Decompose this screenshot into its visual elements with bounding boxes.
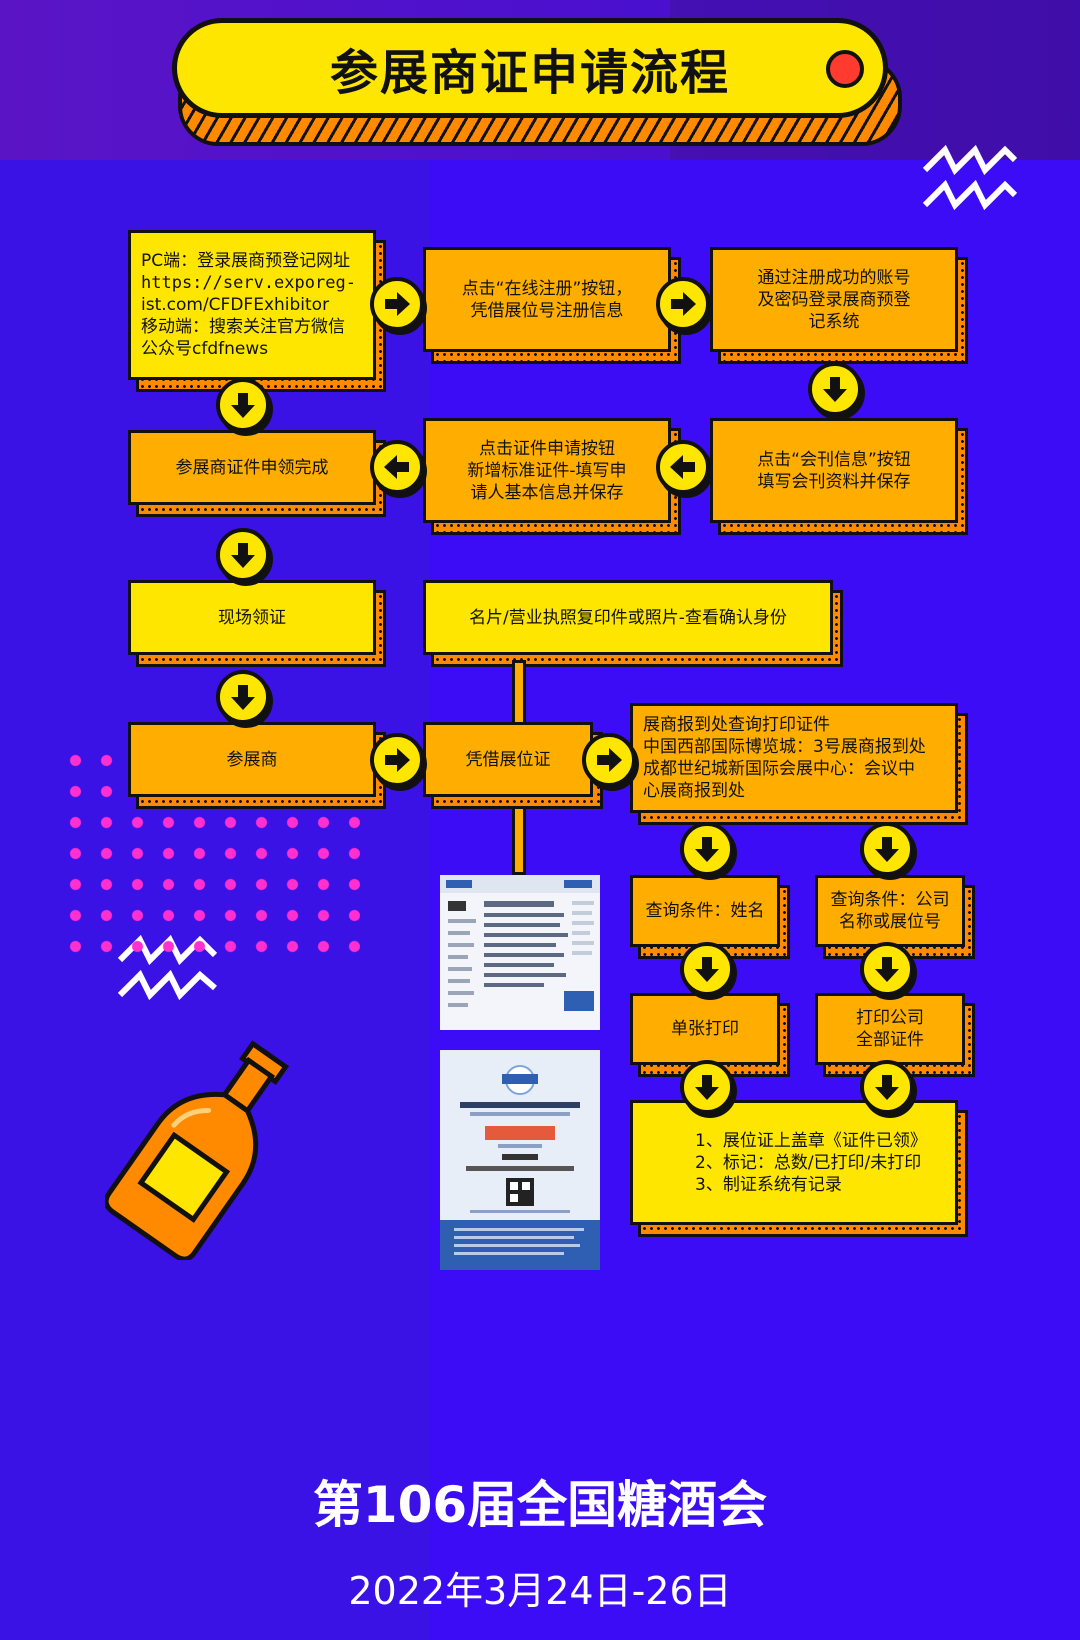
box-face: 查询条件：姓名 — [630, 875, 780, 947]
step-text: 成都世纪城新国际会展中心：会议中 — [643, 758, 926, 780]
step-account-login: 通过注册成功的账号 及密码登录展商预登 记系统 — [710, 247, 958, 352]
registration-form-image — [440, 875, 600, 1030]
step-text: 展商报到处查询打印证件 — [643, 714, 926, 736]
arrow-down-icon — [860, 1060, 914, 1114]
step-text: 全部证件 — [856, 1029, 924, 1051]
arrow-down-icon — [216, 378, 270, 432]
event-title: 第106届全国糖酒会 — [0, 1465, 1080, 1537]
step-text: 查询条件：公司 — [831, 889, 950, 911]
step-text: 参展商证件申领完成 — [176, 457, 329, 479]
arrow-down-icon — [216, 670, 270, 724]
step-text: 及密码登录展商预登 — [758, 289, 911, 311]
step-text: ist.com/CFDFExhibitor — [141, 294, 356, 316]
step-booth-certificate: 凭借展位证 — [423, 722, 593, 797]
arrow-down-icon — [860, 822, 914, 876]
box-face: 凭借展位证 — [423, 722, 593, 797]
step-text: 打印公司 — [856, 1007, 924, 1029]
step-exhibitor: 参展商 — [128, 722, 376, 797]
arrow-right-icon — [370, 733, 424, 787]
step-identity-check: 名片/营业执照复印件或照片-查看确认身份 — [423, 580, 833, 655]
bottle-icon — [105, 1035, 305, 1260]
box-face: PC端：登录展商预登记网址 https://serv.exporeg- ist.… — [128, 230, 376, 380]
step-text: 现场领证 — [218, 607, 286, 629]
step-text: 移动端：搜索关注官方微信 — [141, 316, 356, 338]
step-text: 凭借展位号注册信息 — [462, 300, 633, 322]
step-text: 单张打印 — [671, 1018, 739, 1040]
exhibitor-badge-image — [440, 1050, 600, 1270]
box-face: 点击“会刊信息”按钮 填写会刊资料并保存 — [710, 418, 958, 523]
arrow-down-icon — [680, 822, 734, 876]
step-text: 新增标准证件-填写申 — [467, 460, 626, 482]
step-text: 记系统 — [758, 311, 911, 333]
arrow-right-icon — [582, 733, 636, 787]
step-text: 公众号cfdfnews — [141, 338, 356, 360]
step-text: 3、制证系统有记录 — [695, 1174, 927, 1196]
title-pill: 参展商证申请流程 — [172, 18, 888, 118]
step-text: 点击“会刊信息”按钮 — [757, 449, 911, 471]
flow-connector — [512, 800, 526, 875]
page-title: 参展商证申请流程 — [330, 33, 730, 103]
step-final-record: 1、展位证上盖章《证件已领》 2、标记：总数/已打印/未打印 3、制证系统有记录 — [630, 1100, 958, 1225]
arrow-left-icon — [370, 440, 424, 494]
arrow-down-icon — [216, 528, 270, 582]
title-banner: 参展商证申请流程 — [172, 18, 902, 140]
box-face: 参展商 — [128, 722, 376, 797]
step-text: 2、标记：总数/已打印/未打印 — [695, 1152, 927, 1174]
step-text: 名片/营业执照复印件或照片-查看确认身份 — [469, 607, 787, 629]
step-catalog-info: 点击“会刊信息”按钮 填写会刊资料并保存 — [710, 418, 958, 523]
step-onsite-pickup: 现场领证 — [128, 580, 376, 655]
step-text: 请人基本信息并保存 — [467, 482, 626, 504]
box-face: 展商报到处查询打印证件 中国西部国际博览城：3号展商报到处 成都世纪城新国际会展… — [630, 703, 958, 813]
zigzag-icon — [920, 140, 1020, 220]
box-face: 查询条件：公司 名称或展位号 — [815, 875, 965, 947]
box-face: 打印公司 全部证件 — [815, 993, 965, 1065]
arrow-down-icon — [680, 942, 734, 996]
box-face: 名片/营业执照复印件或照片-查看确认身份 — [423, 580, 833, 655]
arrow-right-icon — [656, 277, 710, 331]
step-query-name: 查询条件：姓名 — [630, 875, 780, 947]
step-application-complete: 参展商证件申领完成 — [128, 430, 376, 505]
arrow-down-icon — [808, 362, 862, 416]
step-text: https://serv.exporeg- — [141, 272, 356, 294]
step-text: 凭借展位证 — [466, 749, 551, 771]
box-face: 点击“在线注册”按钮， 凭借展位号注册信息 — [423, 247, 671, 352]
step-text: 心展商报到处 — [643, 780, 926, 802]
box-face: 通过注册成功的账号 及密码登录展商预登 记系统 — [710, 247, 958, 352]
arrow-down-icon — [680, 1060, 734, 1114]
arrow-left-icon — [656, 440, 710, 494]
step-login-website: PC端：登录展商预登记网址 https://serv.exporeg- ist.… — [128, 230, 376, 380]
flow-connector — [512, 660, 526, 728]
box-face: 单张打印 — [630, 993, 780, 1065]
step-text: 填写会刊资料并保存 — [757, 471, 911, 493]
step-text: 查询条件：姓名 — [646, 900, 765, 922]
step-text: 通过注册成功的账号 — [758, 267, 911, 289]
step-text: 点击“在线注册”按钮， — [462, 278, 633, 300]
step-reporting-desk: 展商报到处查询打印证件 中国西部国际博览城：3号展商报到处 成都世纪城新国际会展… — [630, 703, 958, 813]
record-dot-icon — [826, 50, 864, 88]
box-face: 1、展位证上盖章《证件已领》 2、标记：总数/已打印/未打印 3、制证系统有记录 — [630, 1100, 958, 1225]
step-text: 中国西部国际博览城：3号展商报到处 — [643, 736, 926, 758]
arrow-down-icon — [860, 942, 914, 996]
step-text: 参展商 — [227, 749, 278, 771]
step-online-register: 点击“在线注册”按钮， 凭借展位号注册信息 — [423, 247, 671, 352]
step-text: 名称或展位号 — [831, 911, 950, 933]
step-apply-certificate: 点击证件申请按钮 新增标准证件-填写申 请人基本信息并保存 — [423, 418, 671, 523]
box-face: 参展商证件申领完成 — [128, 430, 376, 505]
box-face: 点击证件申请按钮 新增标准证件-填写申 请人基本信息并保存 — [423, 418, 671, 523]
step-query-company: 查询条件：公司 名称或展位号 — [815, 875, 965, 947]
badge-document-icon — [440, 1050, 600, 1270]
step-text: 1、展位证上盖章《证件已领》 — [695, 1130, 927, 1152]
arrow-right-icon — [370, 277, 424, 331]
step-text: PC端：登录展商预登记网址 — [141, 250, 356, 272]
step-single-print: 单张打印 — [630, 993, 780, 1065]
box-face: 现场领证 — [128, 580, 376, 655]
step-company-print: 打印公司 全部证件 — [815, 993, 965, 1065]
step-text: 点击证件申请按钮 — [467, 438, 626, 460]
event-date: 2022年3月24日-26日 — [0, 1560, 1080, 1615]
form-document-icon — [440, 875, 600, 1030]
